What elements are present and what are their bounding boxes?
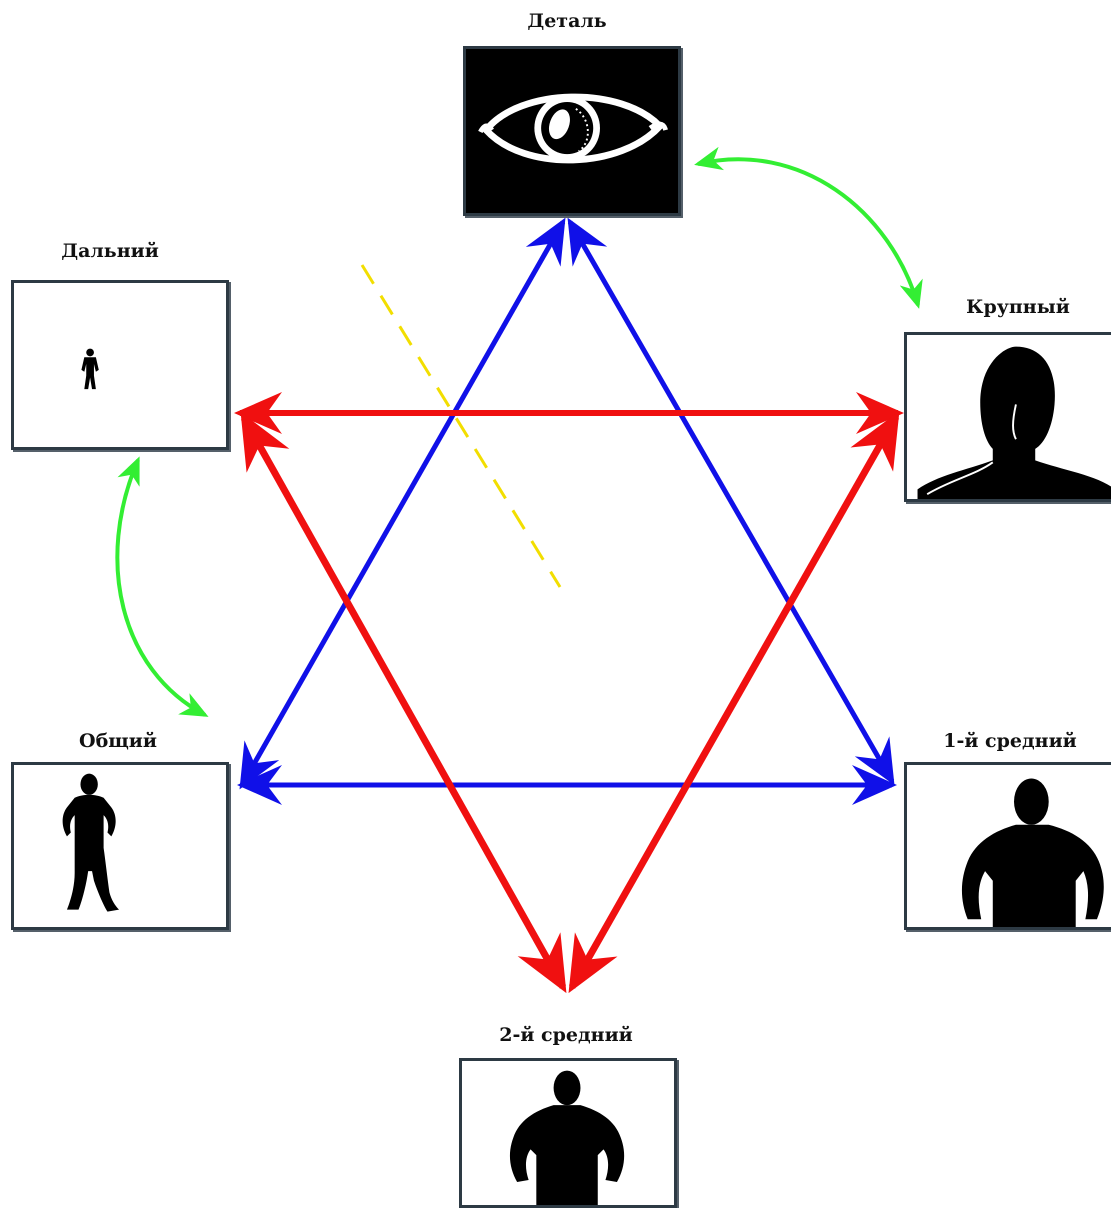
label-medium2: 2-й средний — [499, 1024, 633, 1046]
tiny-figure-icon — [81, 348, 99, 390]
frame-full — [11, 762, 229, 930]
frame-medium1 — [904, 762, 1111, 930]
green-arrow-detail-closeup — [694, 146, 923, 309]
thigh-up-figure-icon — [509, 1070, 625, 1205]
red-arrow-closeup-medium2 — [568, 410, 900, 994]
blue-arrow-detail-medium1 — [567, 217, 895, 786]
label-closeup: Крупный — [966, 296, 1070, 318]
label-detail: Деталь — [527, 10, 607, 32]
dashed-axis-line — [360, 264, 562, 588]
label-long: Дальний — [61, 240, 159, 262]
frame-detail — [463, 46, 681, 216]
green-arrow-long-full — [115, 456, 209, 717]
head-shoulders-icon — [917, 346, 1111, 499]
red-arrow-long-medium2 — [240, 411, 567, 994]
frame-closeup — [904, 332, 1111, 502]
frame-long — [11, 280, 229, 450]
frame-medium2 — [459, 1058, 677, 1208]
label-medium1: 1-й средний — [943, 730, 1077, 752]
waist-up-figure-icon — [961, 778, 1104, 927]
eye-icon — [478, 93, 668, 164]
full-body-figure-icon — [62, 773, 120, 912]
label-full: Общий — [79, 730, 157, 752]
